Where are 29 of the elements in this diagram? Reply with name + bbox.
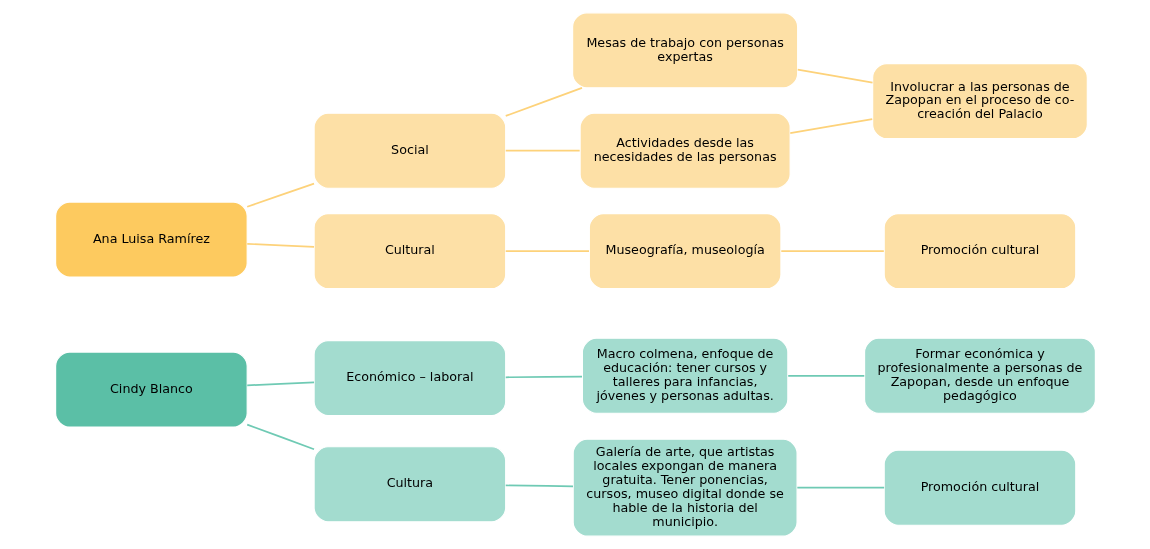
node-box: Involucrar a las personas de Zapopan en el proceso de co-creación del Palacio	[871, 63, 1088, 140]
node-box: Galería de arte, que artistas locales expongan de manera gratuita. Tener ponencias, cursos, museo digital donde se hable de la historia del municipio.	[572, 438, 798, 537]
node-box: Museografía, museología	[588, 213, 781, 290]
connector	[779, 250, 885, 252]
node-box: Promoción cultural	[883, 449, 1076, 526]
connector	[245, 381, 315, 387]
connector	[795, 486, 885, 489]
node-box: Ana Luisa Ramírez	[54, 201, 248, 278]
node-box: Actividades desde las necesidades de las personas	[579, 112, 791, 189]
node-box: Cindy Blanco	[54, 351, 248, 428]
node-box: Macro colmena, enfoque de educación: tener cursos y talleres para infancias, jóvenes y personas adultas.	[581, 337, 788, 414]
node-box: Social	[313, 112, 506, 189]
connector	[786, 374, 865, 377]
connector	[788, 118, 873, 134]
connector	[245, 243, 315, 248]
node-box: Cultural	[313, 213, 506, 290]
node-box: Mesas de trabajo con personas expertas	[571, 12, 798, 89]
connector	[504, 250, 590, 252]
connector	[504, 149, 581, 152]
node-box: Cultura	[313, 446, 506, 523]
connector	[245, 423, 315, 451]
connector	[504, 375, 583, 379]
connector	[504, 484, 574, 488]
node-box: Formar económica y profesionalmente a personas de Zapopan, desde un enfoque pedagógico	[863, 337, 1096, 414]
connector	[245, 182, 315, 208]
node-box: Promoción cultural	[883, 213, 1076, 290]
node-box: Económico – laboral	[313, 340, 506, 417]
connector	[796, 68, 873, 84]
connector	[504, 86, 583, 117]
